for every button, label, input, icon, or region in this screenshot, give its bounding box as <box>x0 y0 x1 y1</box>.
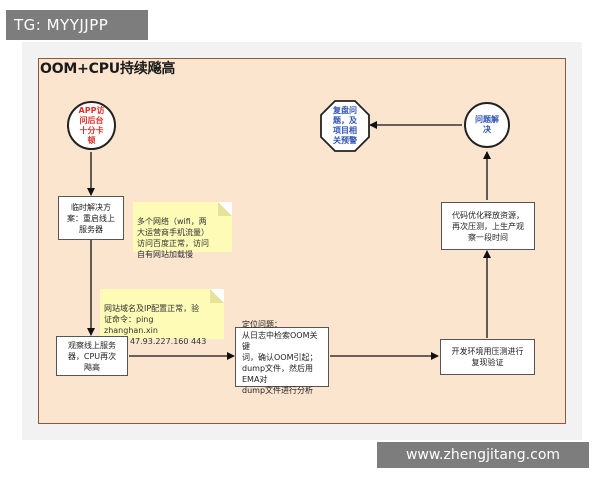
overlay-tag: TG: MYYJJPP <box>6 10 148 40</box>
note-fold-icon <box>218 202 232 216</box>
temp-solution-box: 临时解决方 案：重启线上 服务器 <box>58 196 124 240</box>
network-note-text: 多个网络（wifi，两 大运营商手机流量） 访问百度正常，访问 自有网站加载慢 <box>137 217 209 259</box>
locate-issue-box: 定位问题： 从日志中检索OOM关键 词，确认OOM引起； dump文件，然后用E… <box>235 320 329 395</box>
octagon-shape <box>320 100 370 152</box>
diagram-title: OOM+CPU持续飚高 <box>40 61 176 77</box>
dev-verify-box: 开发环境用压测进行 复现验证 <box>440 339 535 375</box>
watermark-banner: www.zhengjitang.com <box>377 442 589 468</box>
note-fold-icon <box>210 289 224 303</box>
review-node-text: 复盘问 题，及 项目相 关预警 <box>333 106 357 145</box>
observe-server-box: 观察线上服务 器，CPU再次 飚高 <box>56 336 128 376</box>
resolved-node: 问题解 决 <box>464 102 510 148</box>
network-note: 多个网络（wifi，两 大运营商手机流量） 访问百度正常，访问 自有网站加载慢 <box>133 202 232 259</box>
review-node: 复盘问 题，及 项目相 关预警 <box>320 100 370 152</box>
dns-note: 网站域名及IP配置正常，验 证命令：ping zhanghan.xin teln… <box>100 289 224 346</box>
optimize-code-box: 代码优化释放资源， 再次压测，上生产观 察一段时间 <box>441 202 535 250</box>
start-node: APP访 问后台 十分卡 顿 <box>67 101 116 150</box>
